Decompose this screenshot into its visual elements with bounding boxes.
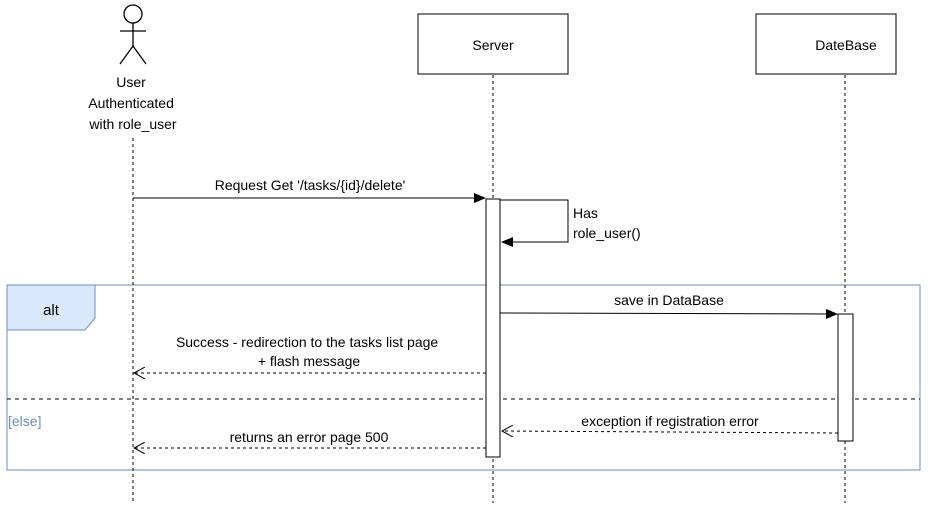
alt-frame <box>6 284 921 471</box>
server-participant-box <box>417 13 569 75</box>
exception-reply-arrow <box>502 431 839 433</box>
save-message-label: save in DataBase <box>614 292 724 308</box>
error-page-reply-label: returns an error page 500 <box>230 429 389 445</box>
save-message-arrow <box>499 308 838 319</box>
user-actor-label: User Authenticated with role_user <box>88 74 178 132</box>
exception-reply-label: exception if registration error <box>581 413 759 429</box>
database-activation-bar <box>837 313 854 442</box>
success-reply-label: Success - redirection to the tasks list … <box>176 334 442 369</box>
server-activation-bar <box>485 198 501 458</box>
alt-frame-label: alt <box>43 302 60 319</box>
self-check-message-label: Has role_user() <box>573 205 641 241</box>
database-participant-label: DateBase <box>815 37 877 53</box>
else-guard: [else] <box>8 413 41 429</box>
user-actor-icon <box>119 4 147 65</box>
server-participant-label: Server <box>472 37 514 53</box>
alt-frame-label-box <box>6 284 96 331</box>
request-message-label: Request Get '/tasks/{id}/delete' <box>215 177 406 193</box>
database-participant-box <box>755 13 897 75</box>
self-check-message-arrow <box>500 199 569 247</box>
